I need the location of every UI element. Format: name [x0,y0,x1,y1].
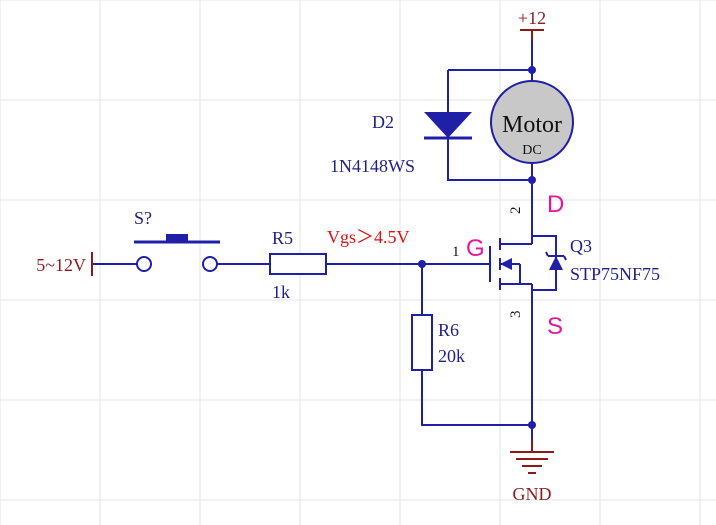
vcc-port: +12 [518,8,546,40]
switch-ref: S? [134,208,152,228]
resistor-r5: R5 1k [269,228,327,302]
r6-value: 20k [438,346,465,366]
junction-dot [528,176,536,184]
motor-label: Motor [502,112,562,138]
wire-r6-bottom [421,370,532,426]
junction-dot [528,421,536,429]
motor-type-label: DC [522,143,541,158]
source-label: S [547,313,563,340]
gnd-symbol [510,440,554,474]
resistor-r6: R6 20k [411,314,465,371]
diode-d2: D2 1N4148WS [330,112,472,176]
pin-1-label: 1 [452,244,460,260]
q3-part: STP75NF75 [570,264,660,284]
gate-label: G [466,235,485,262]
r6-ref: R6 [438,320,459,340]
junction-dot [418,260,426,268]
pin-3-label: 3 [508,311,524,319]
q3-ref: Q3 [570,236,592,256]
vgs-annotation: Vgs＞4.5V [327,227,410,247]
wire-diode-left [447,70,532,181]
push-switch: S? [134,208,220,272]
d2-ref: D2 [372,112,394,132]
input-voltage-label: 5~12V [36,255,86,275]
junctions [418,66,536,429]
d2-part: 1N4148WS [330,156,415,176]
gnd-label: GND [513,484,552,504]
motor-dc: Motor DC [490,80,574,164]
r5-value: 1k [272,282,290,302]
drain-label: D [547,191,564,218]
junction-dot [528,66,536,74]
vcc-label: +12 [518,8,546,28]
r5-ref: R5 [272,228,293,248]
pin-2-label: 2 [508,207,524,215]
input-port: 5~12V [36,252,93,276]
mosfet-q3 [489,235,567,291]
mosfet-q3-fill [500,256,563,270]
